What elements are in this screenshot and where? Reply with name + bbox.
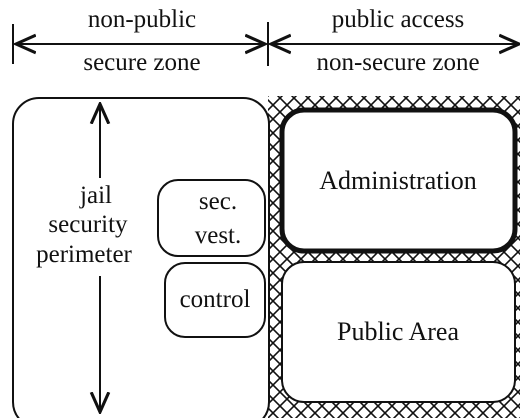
room-control: [164, 262, 266, 338]
zone-label-public-line2: non-secure zone: [316, 49, 479, 76]
room-security-vestibule-line2: vest.: [195, 222, 242, 249]
zone-label-nonpublic-line2: secure zone: [83, 49, 200, 76]
zone-label-public-line1: public access: [332, 6, 465, 33]
room-security-vestibule-line1: sec.: [199, 188, 237, 215]
jail-security-perimeter-box: [12, 97, 270, 418]
perimeter-label-line2: security: [48, 211, 128, 238]
room-administration: [279, 107, 518, 254]
zone-label-nonpublic-line1: non-public: [88, 6, 196, 33]
room-administration-label: Administration: [319, 166, 476, 195]
room-public-area: [281, 261, 516, 403]
perimeter-label-line3: perimeter: [36, 241, 132, 268]
room-public-area-label: Public Area: [337, 317, 459, 346]
room-security-vestibule: [157, 179, 266, 257]
perimeter-label-line1: jail: [79, 182, 112, 209]
room-control-label: control: [180, 286, 251, 313]
